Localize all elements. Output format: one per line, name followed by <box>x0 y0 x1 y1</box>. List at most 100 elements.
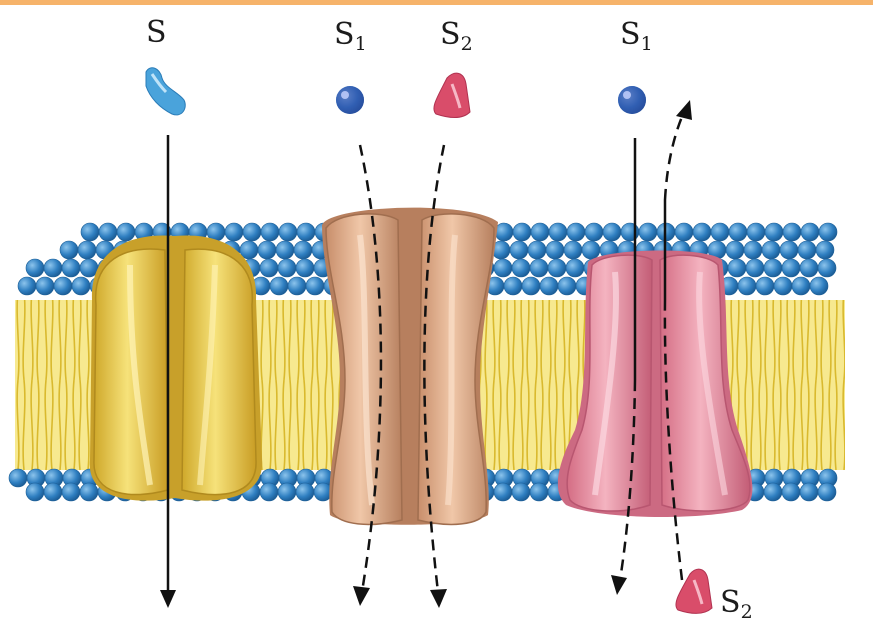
phospholipid-head <box>80 259 98 277</box>
phospholipid-head <box>549 223 567 241</box>
phospholipid-head <box>756 277 774 295</box>
phospholipid-head <box>765 223 783 241</box>
phospholipid-head <box>818 259 836 277</box>
solute-s1-molecule <box>336 86 364 114</box>
phospholipid-head <box>306 277 324 295</box>
phospholipid-head <box>548 259 566 277</box>
phospholipid-head <box>78 241 96 259</box>
phospholipid-head <box>546 241 564 259</box>
phospholipid-head <box>512 259 530 277</box>
phospholipid-head <box>279 223 297 241</box>
phospholipid-head <box>558 277 576 295</box>
phospholipid-head <box>495 223 513 241</box>
phospholipid-head <box>44 483 62 501</box>
phospholipid-head <box>693 223 711 241</box>
solute-s-molecule <box>146 68 185 115</box>
phospholipid-head <box>783 223 801 241</box>
solute-s2-molecule <box>434 73 470 117</box>
phospholipid-head <box>62 483 80 501</box>
phospholipid-head <box>764 483 782 501</box>
phospholipid-head <box>792 277 810 295</box>
phospholipid-head <box>585 223 603 241</box>
phospholipid-head <box>738 277 756 295</box>
antiporter-protein <box>558 250 753 517</box>
phospholipid-head <box>540 277 558 295</box>
phospholipid-head <box>530 259 548 277</box>
phospholipid-head <box>639 223 657 241</box>
phospholipid-head <box>567 223 585 241</box>
phospholipid-head <box>747 223 765 241</box>
phospholipid-head <box>800 259 818 277</box>
phospholipid-head <box>728 259 746 277</box>
phospholipid-head <box>528 241 546 259</box>
phospholipid-head <box>36 277 54 295</box>
label-s: S <box>146 18 167 48</box>
phospholipid-head <box>621 223 639 241</box>
phospholipid-head <box>530 483 548 501</box>
phospholipid-head <box>44 259 62 277</box>
phospholipid-head <box>296 483 314 501</box>
phospholipid-head <box>603 223 621 241</box>
phospholipid-head <box>522 277 540 295</box>
phospholipid-head <box>278 483 296 501</box>
phospholipid-head <box>564 241 582 259</box>
phospholipid-head <box>258 241 276 259</box>
phospholipid-head <box>18 277 36 295</box>
phospholipid-head <box>225 223 243 241</box>
label-s1-center: S1 <box>334 20 367 54</box>
phospholipid-head <box>54 277 72 295</box>
phospholipid-head <box>510 241 528 259</box>
label-s1-right: S1 <box>620 20 653 54</box>
phospholipid-head <box>288 277 306 295</box>
phospholipid-head <box>819 223 837 241</box>
phospholipid-head <box>296 259 314 277</box>
label-s2-bottom: S2 <box>720 588 753 622</box>
label-s2-center: S2 <box>440 20 473 54</box>
phospholipid-head <box>276 241 294 259</box>
phospholipid-head <box>513 223 531 241</box>
phospholipid-head <box>764 259 782 277</box>
phospholipid-head <box>582 241 600 259</box>
phospholipid-head <box>60 241 78 259</box>
phospholipid-head <box>798 241 816 259</box>
phospholipid-head <box>566 259 584 277</box>
phospholipid-head <box>278 259 296 277</box>
phospholipid-head <box>816 241 834 259</box>
phospholipid-head <box>800 483 818 501</box>
phospholipid-head <box>746 259 764 277</box>
uniporter-protein <box>90 235 262 500</box>
phospholipid-head <box>512 483 530 501</box>
phospholipid-head <box>260 259 278 277</box>
phospholipid-head <box>729 223 747 241</box>
phospholipid-head <box>294 241 312 259</box>
phospholipid-head <box>818 483 836 501</box>
phospholipid-head <box>270 277 288 295</box>
phospholipid-head <box>782 259 800 277</box>
phospholipid-head <box>26 259 44 277</box>
solute-s1-right-molecule <box>618 86 646 114</box>
phospholipid-head <box>494 259 512 277</box>
phospholipid-head <box>62 259 80 277</box>
phospholipid-head <box>774 277 792 295</box>
phospholipid-head <box>26 483 44 501</box>
phospholipid-head <box>675 223 693 241</box>
phospholipid-head <box>801 223 819 241</box>
phospholipid-head <box>726 241 744 259</box>
phospholipid-head <box>261 223 279 241</box>
phospholipid-head <box>80 483 98 501</box>
phospholipid-head <box>782 483 800 501</box>
phospholipid-head <box>81 223 99 241</box>
phospholipid-head <box>762 241 780 259</box>
phospholipid-head <box>711 223 729 241</box>
phospholipid-head <box>504 277 522 295</box>
symporter-protein <box>322 208 498 525</box>
phospholipid-head <box>780 241 798 259</box>
phospholipid-head <box>494 483 512 501</box>
phospholipid-head <box>99 223 117 241</box>
phospholipid-head <box>72 277 90 295</box>
phospholipid-head <box>531 223 549 241</box>
phospholipid-head <box>810 277 828 295</box>
phospholipid-head <box>9 469 27 487</box>
